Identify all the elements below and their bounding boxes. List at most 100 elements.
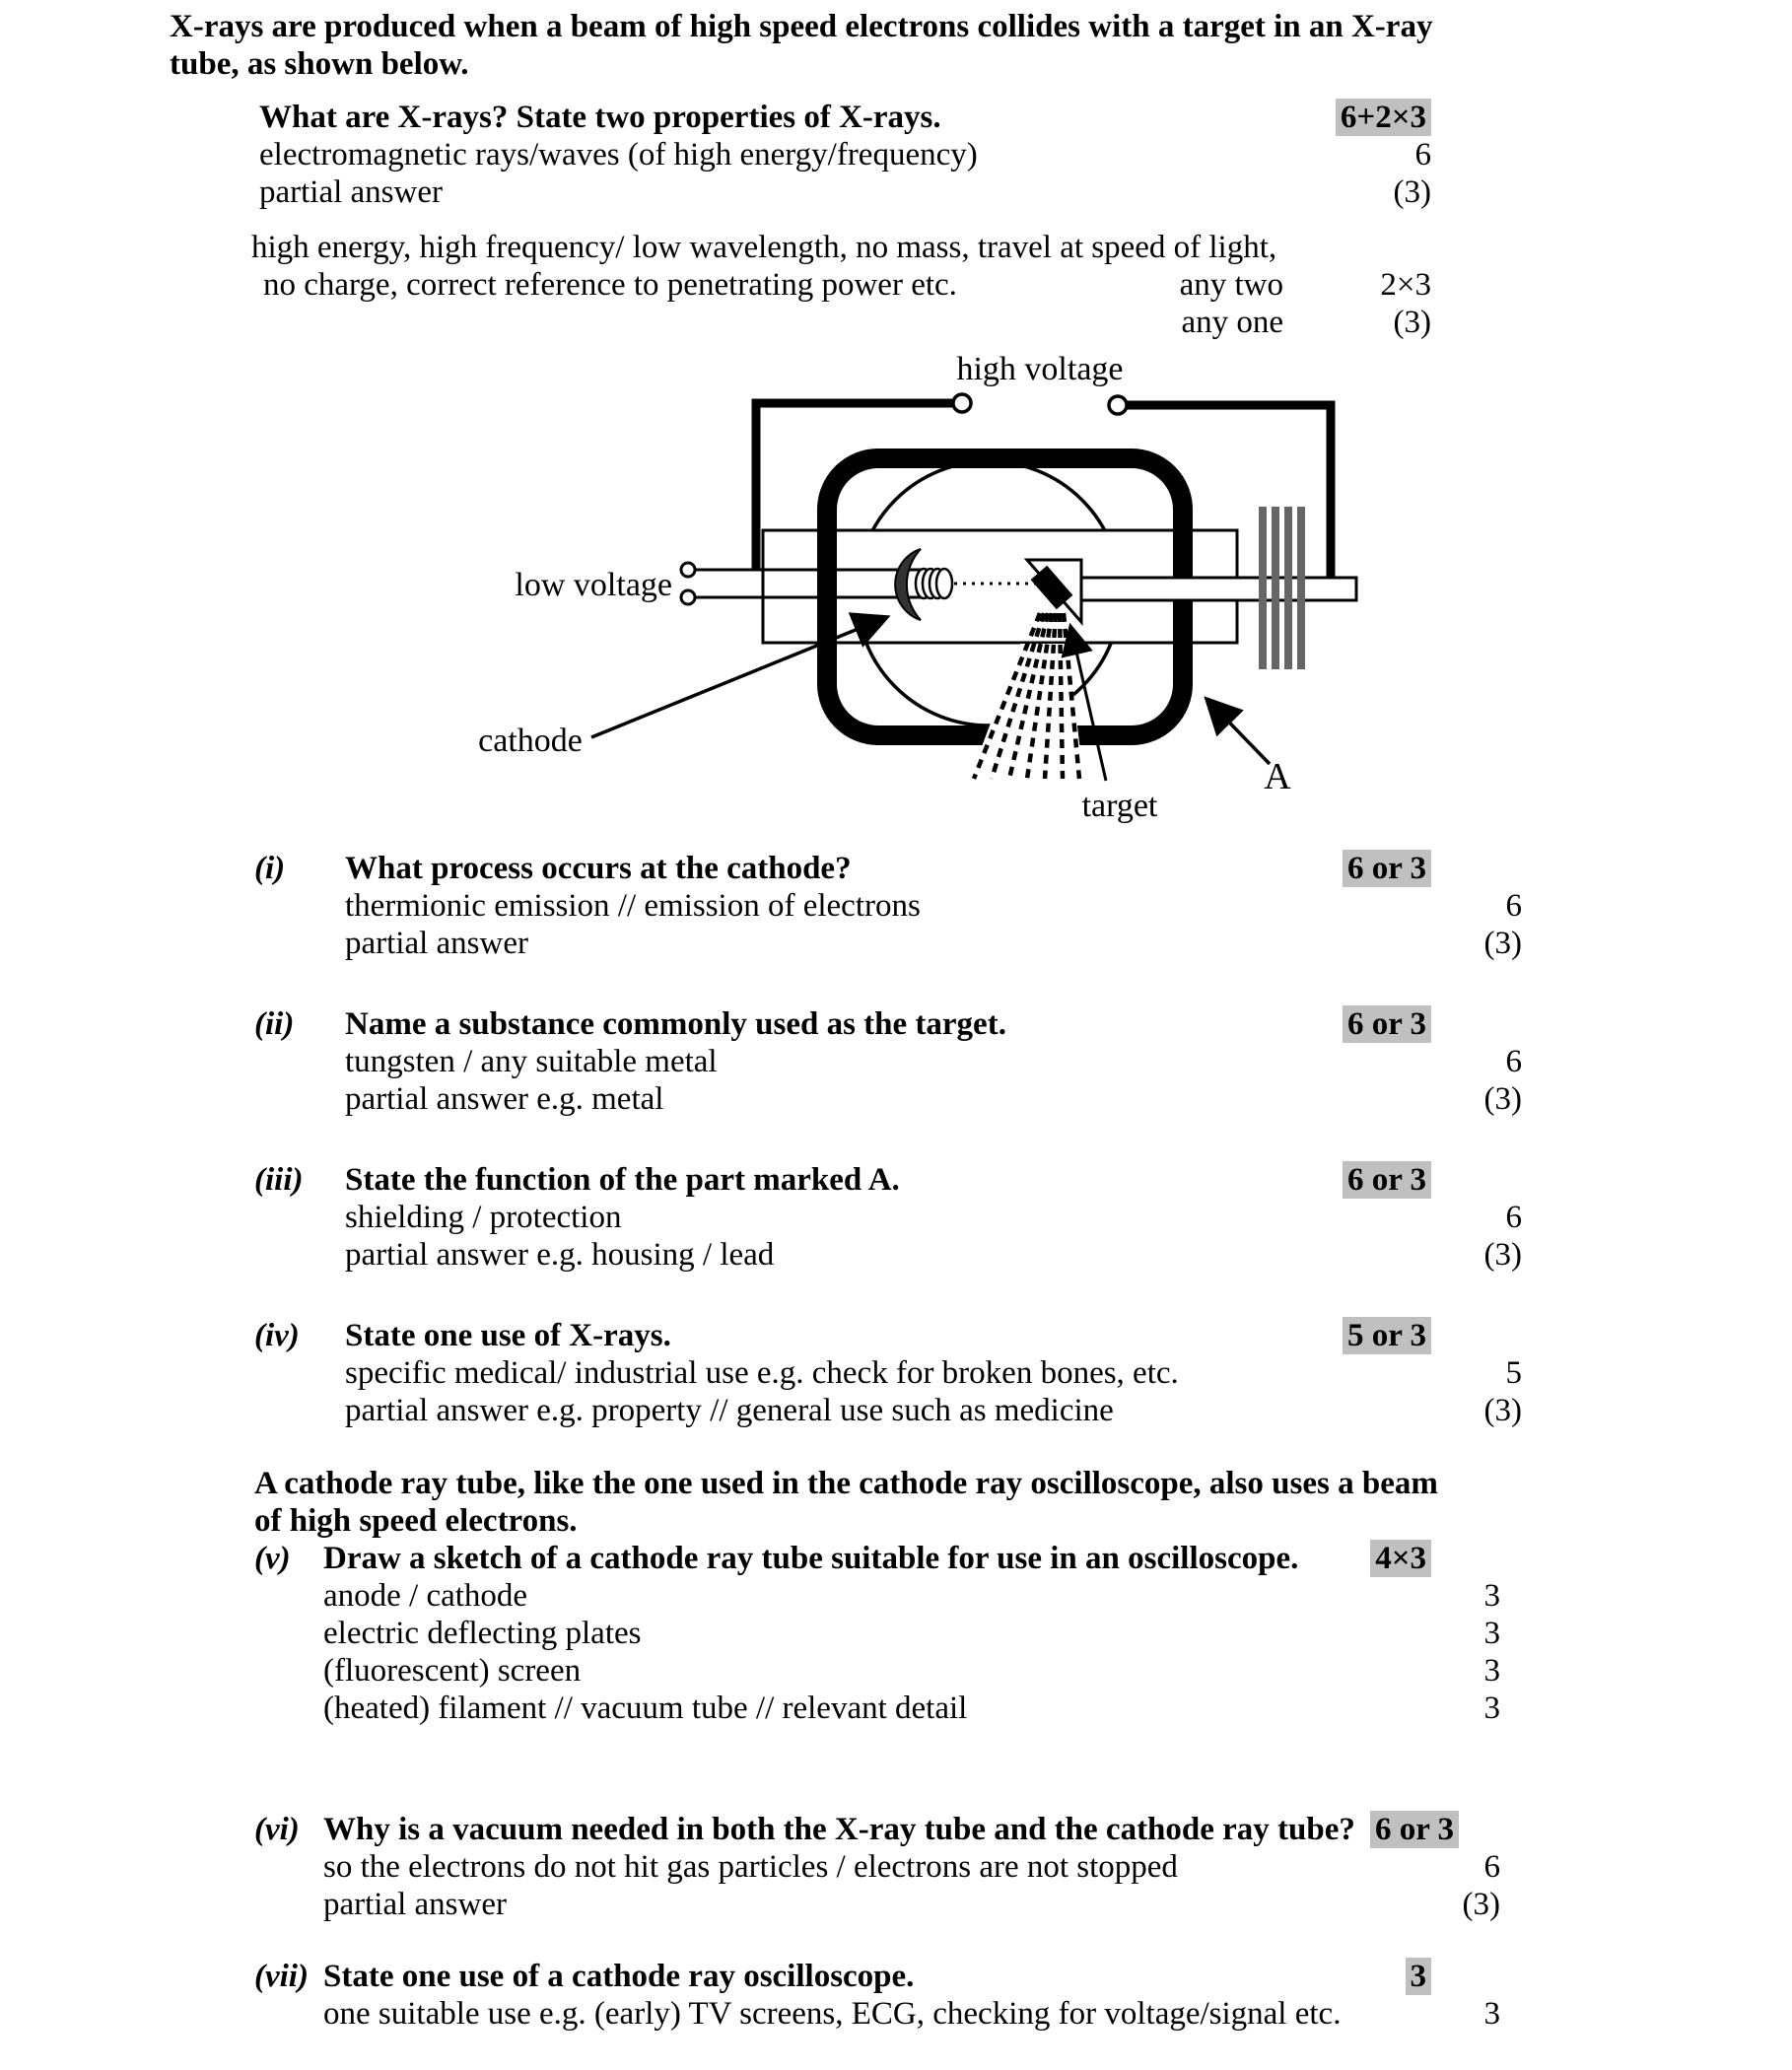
filament-coil <box>914 567 954 600</box>
cooling-fin <box>1297 507 1305 669</box>
answer-text: anode / cathode <box>323 1578 528 1614</box>
cooling-fin <box>1259 507 1267 669</box>
high-voltage-label: high voltage <box>956 351 1123 387</box>
answer-mark: 6 <box>1414 137 1432 172</box>
question-block-iv: (iv) State one use of X-rays. 5 or 3 spe… <box>254 1317 1792 1429</box>
header-line-2: tube, as shown below. <box>170 46 469 82</box>
question-row: (ii) Name a substance commonly used as t… <box>254 1005 1431 1043</box>
cathode-pointer-arrow <box>590 612 891 739</box>
answer-text: partial answer e.g. metal <box>345 1081 664 1117</box>
question-block-v: (v) Draw a sketch of a cathode ray tube … <box>254 1540 1792 1727</box>
question-row: (iii) State the function of the part mar… <box>254 1161 1431 1199</box>
answer-text: shielding / protection <box>345 1200 622 1235</box>
question-mark: 4×3 <box>1370 1540 1431 1577</box>
properties-line-3: any one (3) <box>251 304 1431 341</box>
properties-line-1: high energy, high frequency/ low wavelen… <box>251 229 1431 266</box>
answer-text: electromagnetic rays/waves (of high ener… <box>259 137 978 172</box>
question-text: Draw a sketch of a cathode ray tube suit… <box>323 1541 1299 1576</box>
header-paragraph: X-rays are produced when a beam of high … <box>170 8 1792 83</box>
answer-mark: (3) <box>1483 1393 1522 1428</box>
answer-row: partial answer (3) <box>254 925 1522 962</box>
question-label: (i) <box>254 851 286 886</box>
xray-beam-line <box>1006 612 1051 780</box>
answer-text: so the electrons do not hit gas particle… <box>323 1849 1178 1885</box>
xray-beam-line <box>989 612 1047 780</box>
answer-mark: 3 <box>1483 1653 1501 1689</box>
answer-text: partial answer e.g. housing / lead <box>345 1237 775 1273</box>
answer-mark: 6 <box>1505 1200 1523 1235</box>
answer-row: (heated) filament // vacuum tube // rele… <box>254 1690 1500 1727</box>
answer-text: electric deflecting plates <box>323 1616 642 1651</box>
question-mark: 6 or 3 <box>1342 1161 1431 1199</box>
answer-row: partial answer e.g. housing / lead (3) <box>254 1236 1522 1274</box>
intro-question-block: What are X-rays? State two properties of… <box>259 99 1792 211</box>
cathode-crescent <box>894 548 922 621</box>
question-block-iii: (iii) State the function of the part mar… <box>254 1161 1792 1274</box>
question-row: (vii) State one use of a cathode ray osc… <box>254 1958 1431 1995</box>
high-voltage-wire-left <box>751 398 953 570</box>
any-one-label: any one <box>1181 305 1283 340</box>
crt-paragraph-line-2: of high speed electrons. <box>254 1503 578 1539</box>
answer-row: electric deflecting plates 3 <box>254 1615 1500 1652</box>
low-voltage-terminal-bottom <box>679 588 697 606</box>
high-voltage-terminal-right <box>1107 394 1129 416</box>
question-block-i: (i) What process occurs at the cathode? … <box>254 850 1792 962</box>
answer-mark: (3) <box>1483 926 1522 961</box>
cooling-fin <box>1272 507 1279 669</box>
xray-beam-line <box>1024 612 1055 780</box>
answer-row: tungsten / any suitable metal 6 <box>254 1043 1522 1080</box>
answer-mark: 6 <box>1483 1849 1501 1885</box>
question-mark: 6 or 3 <box>1342 1005 1431 1043</box>
xray-beam-line <box>1042 612 1059 780</box>
high-voltage-terminal-left <box>951 392 973 414</box>
answer-mark: (3) <box>1462 1887 1500 1922</box>
answer-row: thermionic emission // emission of elect… <box>254 887 1522 925</box>
cathode-label: cathode <box>478 723 583 759</box>
answer-text: partial answer <box>345 926 528 961</box>
answer-text: (fluorescent) screen <box>323 1653 582 1689</box>
answer-row: (fluorescent) screen 3 <box>254 1652 1500 1690</box>
question-row: (vi) Why is a vacuum needed in both the … <box>254 1811 1459 1848</box>
answer-text: thermionic emission // emission of elect… <box>345 888 921 924</box>
answer-text: tungsten / any suitable metal <box>345 1044 718 1079</box>
question-row: (iv) State one use of X-rays. 5 or 3 <box>254 1317 1431 1354</box>
question-label: (v) <box>254 1541 291 1576</box>
question-row: What are X-rays? State two properties of… <box>259 99 1431 136</box>
low-voltage-terminal-top <box>679 561 697 579</box>
answer-mark: 3 <box>1483 1690 1501 1726</box>
target-plate <box>1030 565 1073 610</box>
question-text: Why is a vacuum needed in both the X-ray… <box>323 1812 1355 1847</box>
cooling-fins <box>1259 507 1305 669</box>
question-text: State the function of the part marked A. <box>345 1162 900 1198</box>
question-label: (vii) <box>254 1959 309 1994</box>
question-label: (ii) <box>254 1006 295 1042</box>
properties-block: high energy, high frequency/ low wavelen… <box>251 229 1792 341</box>
question-label: (vi) <box>254 1812 300 1847</box>
xray-tube-diagram: high voltage low voltage cathode target … <box>444 345 1429 838</box>
answer-mark: 3 <box>1483 1996 1501 2032</box>
answer-mark: 5 <box>1505 1355 1523 1391</box>
crt-paragraph-line-1: A cathode ray tube, like the one used in… <box>254 1466 1438 1501</box>
any-one-mark: (3) <box>1393 305 1431 340</box>
answer-row: so the electrons do not hit gas particle… <box>254 1848 1500 1886</box>
xray-beam-line <box>1057 612 1066 780</box>
answer-text: one suitable use e.g. (early) TV screens… <box>323 1996 1342 2032</box>
answer-text: partial answer e.g. property // general … <box>345 1393 1114 1428</box>
anode-rod <box>1079 576 1358 602</box>
question-block-ii: (ii) Name a substance commonly used as t… <box>254 1005 1792 1118</box>
any-two-label: any two <box>1179 267 1283 303</box>
answer-mark: (3) <box>1483 1237 1522 1273</box>
question-text: What are X-rays? State two properties of… <box>259 100 941 135</box>
answer-mark: 6 <box>1505 1044 1523 1079</box>
question-label: (iii) <box>254 1162 304 1198</box>
target-label: target <box>1082 788 1158 824</box>
answer-mark: 3 <box>1483 1578 1501 1614</box>
answer-text: specific medical/ industrial use e.g. ch… <box>345 1355 1179 1391</box>
low-voltage-label: low voltage <box>515 567 672 603</box>
question-mark: 3 <box>1405 1958 1431 1995</box>
xray-beam <box>971 612 1082 780</box>
question-text: State one use of a cathode ray oscillosc… <box>323 1959 915 1994</box>
xray-tube-svg: high voltage low voltage cathode target … <box>478 351 1358 824</box>
answer-row: partial answer e.g. property // general … <box>254 1392 1522 1429</box>
